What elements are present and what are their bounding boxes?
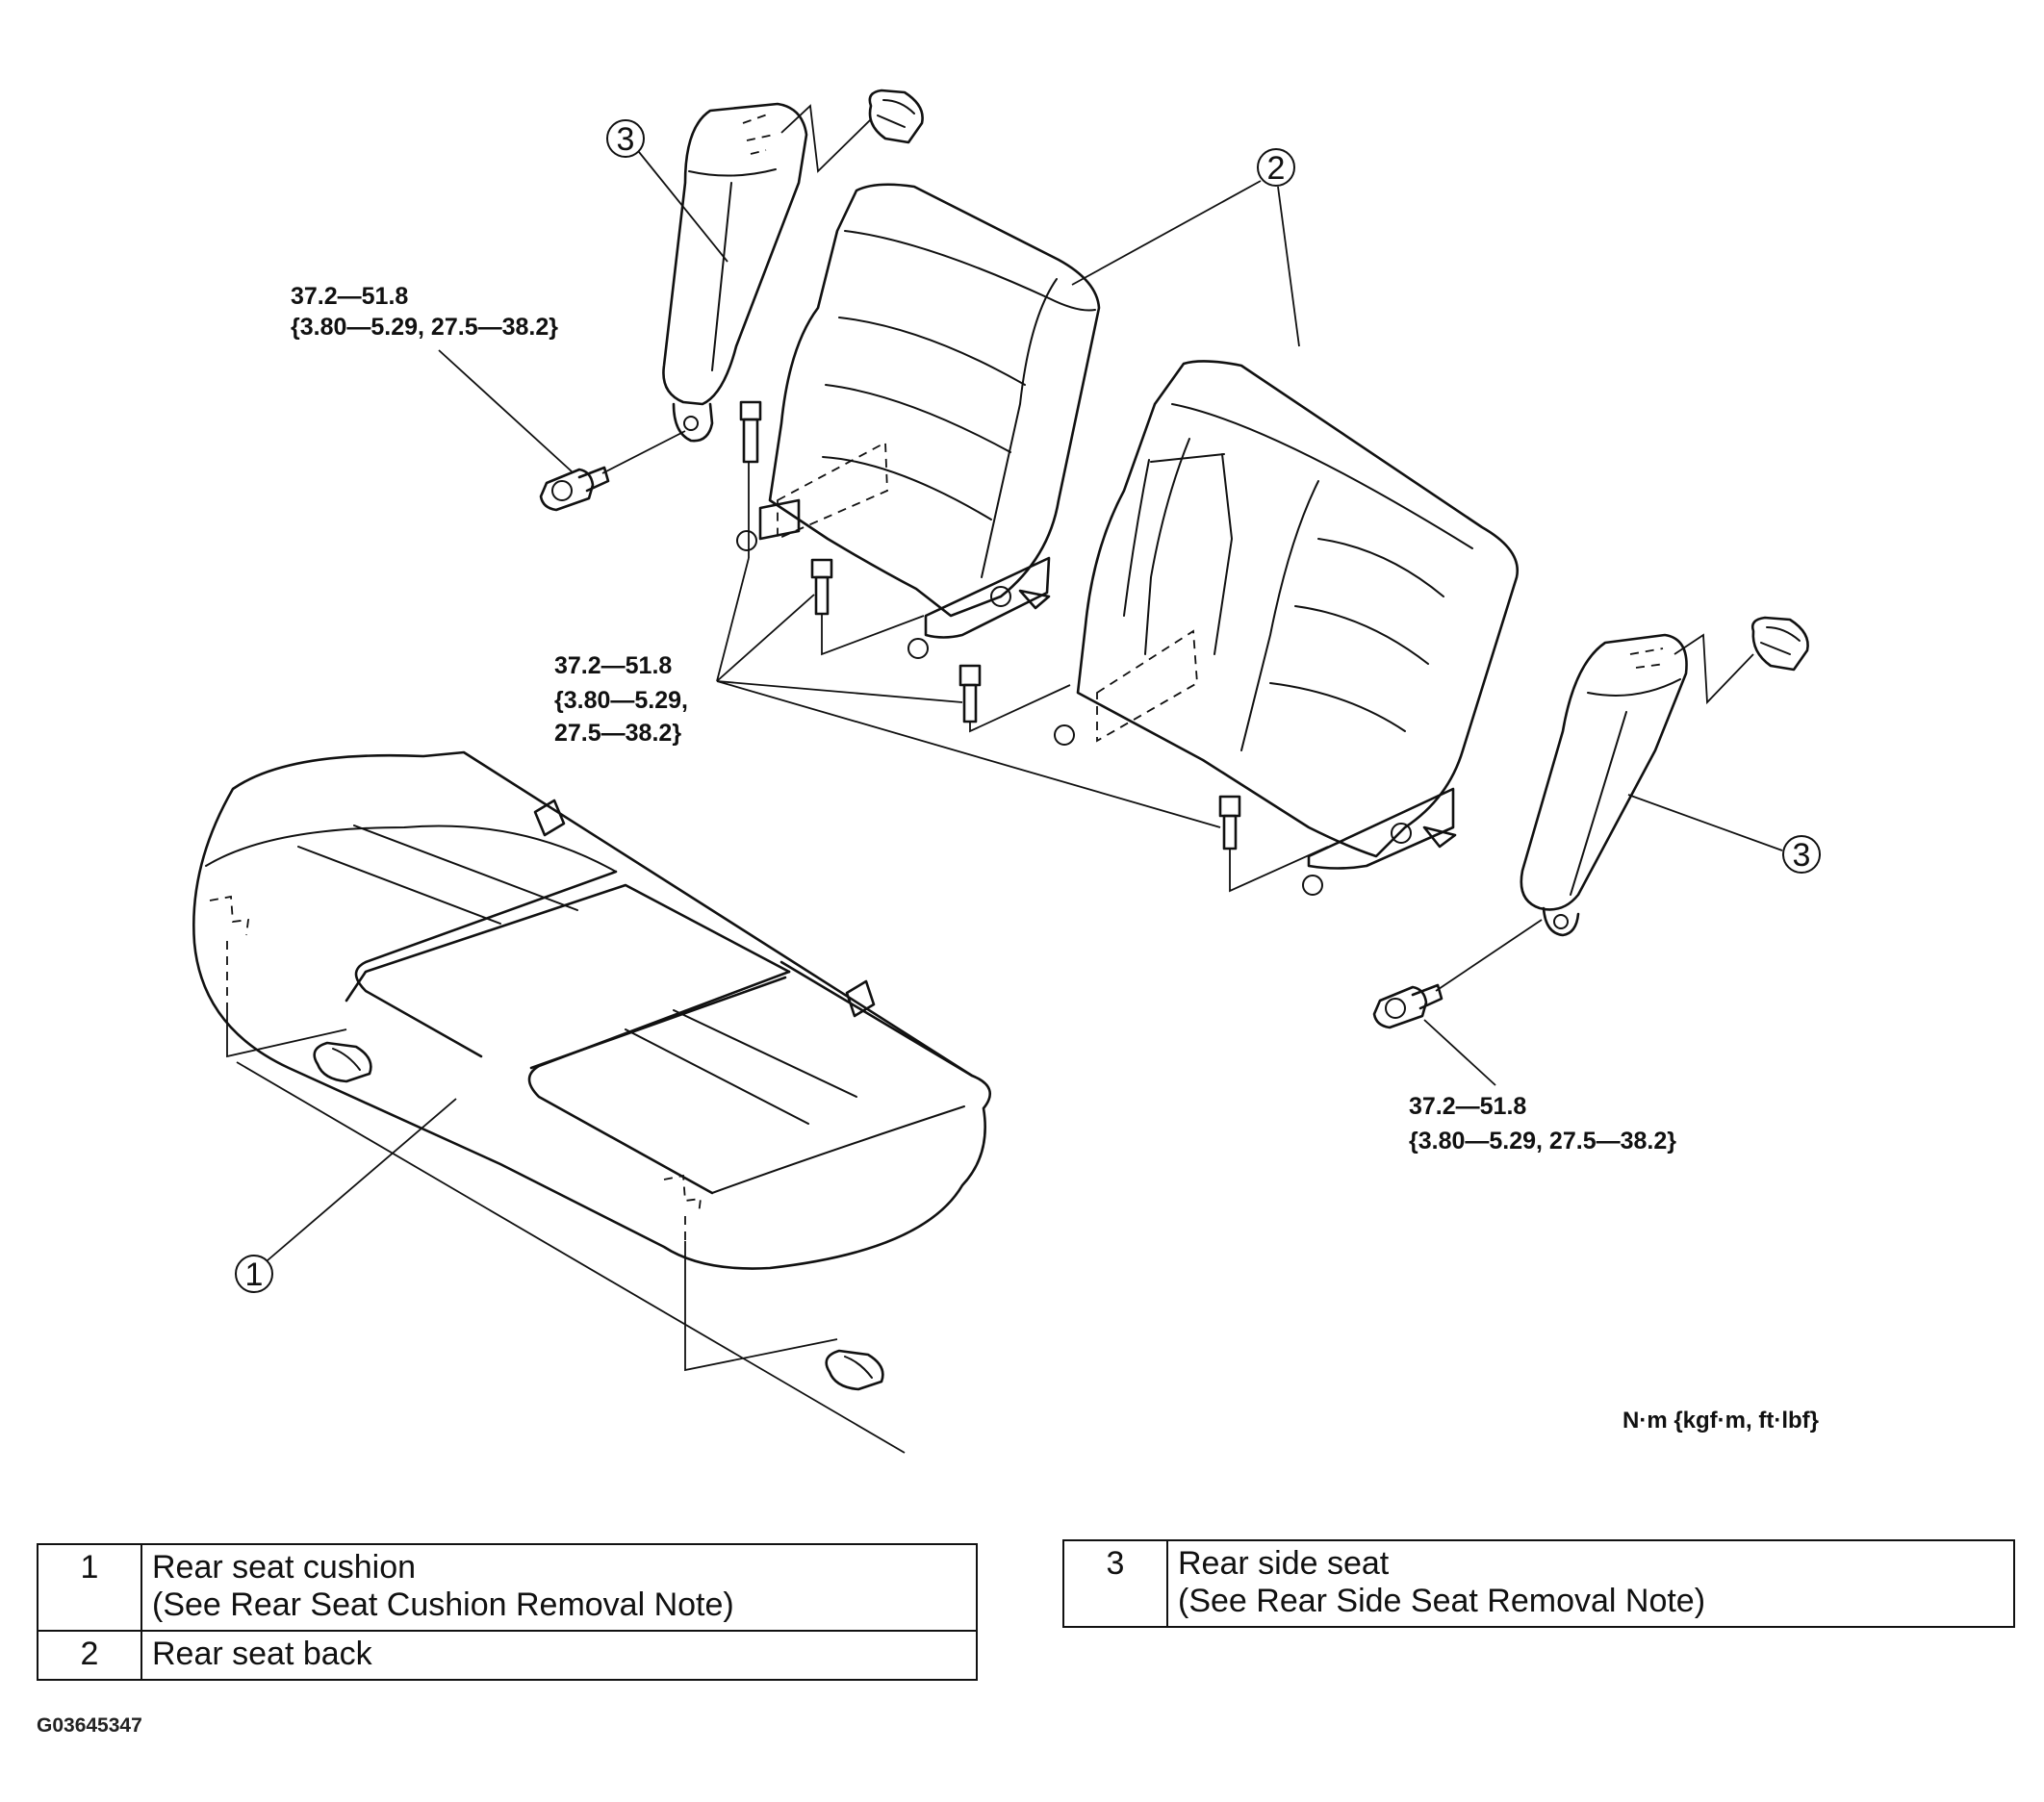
torque-spec-seat-back-line1: 37.2—51.8: [554, 652, 672, 679]
rear-seat-back-right-section: [1054, 360, 1520, 896]
legend-item-name: Rear seat cushion: [152, 1549, 417, 1586]
legend-item-text: Rear side seat (See Rear Side Seat Remov…: [1166, 1539, 2015, 1628]
legend-item-number: 3: [1062, 1539, 1168, 1628]
callout-2: 2: [1071, 148, 1300, 347]
torque-spec-side-seat-line2: {3.80—5.29, 27.5—38.2}: [291, 314, 558, 341]
torque-units-label: N·m {kgf·m, ft·lbf}: [1622, 1408, 1819, 1434]
figure-id: G03645347: [37, 1714, 142, 1737]
legend-item-text: Rear seat back: [141, 1630, 978, 1681]
legend-item-text: Rear seat cushion (See Rear Seat Cushion…: [141, 1543, 978, 1632]
svg-text:1: 1: [245, 1256, 264, 1293]
torque-spec-side-seat-right-line2: {3.80—5.29, 27.5—38.2}: [1409, 1128, 1676, 1155]
bolts-seat-back: [716, 400, 1329, 893]
bolt-side-seat-right: [1372, 919, 1543, 1029]
bolt-side-seat-left: [539, 430, 686, 512]
torque-spec-side-seat-line1: 37.2—51.8: [291, 283, 408, 310]
svg-text:3: 3: [617, 121, 635, 158]
svg-text:3: 3: [1793, 837, 1811, 874]
rear-seat-cushion: [192, 750, 992, 1454]
legend-item-note: (See Rear Side Seat Removal Note): [1178, 1583, 1706, 1619]
rear-side-seat-left: [662, 89, 924, 443]
torque-spec-seat-back-line3: 27.5—38.2}: [554, 720, 681, 747]
legend-item-number: 1: [37, 1543, 142, 1632]
legend-item-note: (See Rear Seat Cushion Removal Note): [152, 1586, 734, 1623]
legend-row: 2 Rear seat back: [37, 1630, 978, 1681]
legend-row: 3 Rear side seat (See Rear Side Seat Rem…: [1062, 1539, 2015, 1628]
torque-spec-seat-back-line2: {3.80—5.29,: [554, 687, 688, 714]
callout-3-left: 3: [606, 119, 728, 263]
legend-item-number: 2: [37, 1630, 142, 1681]
parts-legend-left: 1 Rear seat cushion (See Rear Seat Cushi…: [37, 1543, 978, 1681]
parts-legend-right: 3 Rear side seat (See Rear Side Seat Rem…: [1062, 1539, 2015, 1628]
rear-seat-back-left-section: [736, 183, 1101, 659]
torque-spec-side-seat-right-line1: 37.2—51.8: [1409, 1093, 1526, 1120]
legend-item-name: Rear side seat: [1178, 1545, 1390, 1582]
callout-3-right: 3: [1627, 794, 1821, 874]
callout-1: 1: [235, 1098, 457, 1293]
legend-row: 1 Rear seat cushion (See Rear Seat Cushi…: [37, 1543, 978, 1632]
legend-item-name: Rear seat back: [152, 1636, 372, 1672]
svg-text:2: 2: [1267, 150, 1286, 187]
rear-side-seat-right: [1520, 616, 1809, 937]
